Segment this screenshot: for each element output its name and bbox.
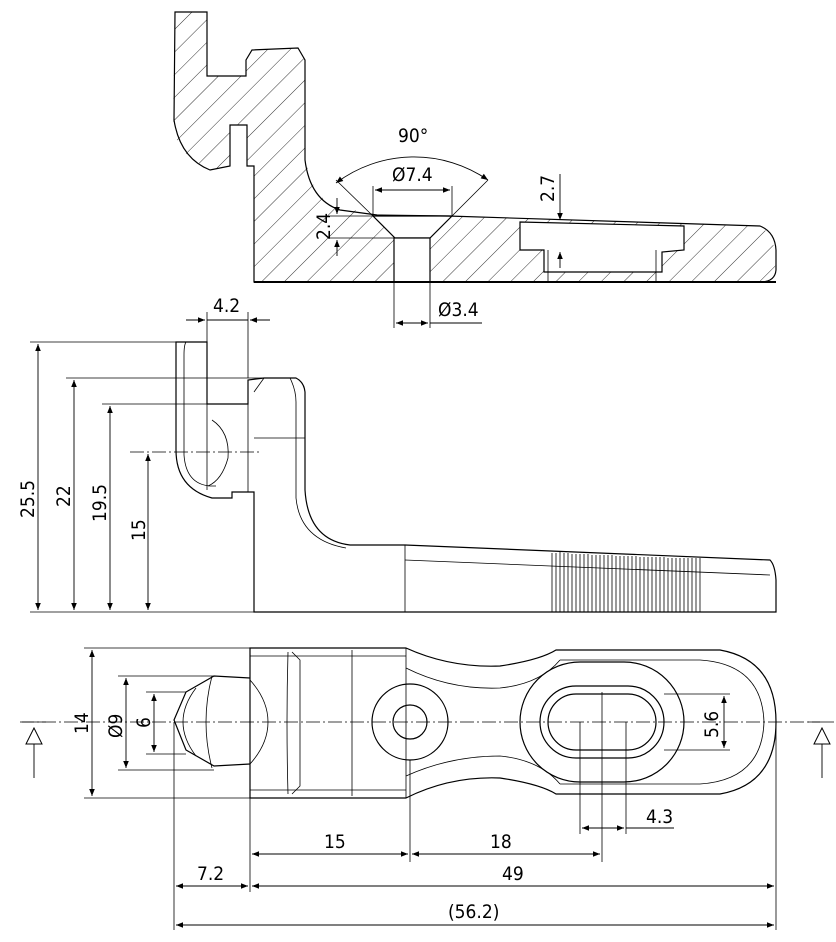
knurl-edges bbox=[560, 649, 700, 795]
slot-width-label: 5.6 bbox=[701, 711, 723, 738]
width-14-label: 14 bbox=[71, 712, 93, 734]
hook-tip bbox=[173, 675, 251, 767]
dia-9-label: Ø9 bbox=[105, 714, 127, 738]
side-view: 4.2 25.5 22 19.5 15 bbox=[17, 295, 777, 613]
offset-label: 7.2 bbox=[197, 863, 224, 885]
dim-6-label: 6 bbox=[133, 717, 155, 728]
height-19-5-label: 19.5 bbox=[89, 484, 111, 522]
overall-height-label: 25.5 bbox=[17, 480, 39, 518]
hook-width-label: 4.2 bbox=[213, 295, 240, 317]
pocket-cut bbox=[519, 221, 685, 273]
height-15-label: 15 bbox=[128, 519, 150, 541]
slot-length-label: 4.3 bbox=[646, 806, 673, 828]
hole-diameter-label: Ø3.4 bbox=[438, 299, 479, 321]
hook-outline bbox=[175, 341, 777, 613]
height-22-label: 22 bbox=[53, 485, 75, 507]
top-view: 14 Ø9 6 5.6 4.3 15 18 7.2 bbox=[20, 647, 834, 930]
knurl-pattern bbox=[551, 553, 697, 612]
section-view: 90° Ø7.4 2.4 2.7 Ø3.4 bbox=[173, 11, 777, 328]
angle-label: 90° bbox=[398, 125, 428, 147]
slot-position-label: 18 bbox=[490, 831, 512, 853]
pocket-depth-label: 2.7 bbox=[537, 175, 559, 202]
length-49-label: 49 bbox=[502, 863, 524, 885]
section-hatch bbox=[173, 12, 776, 282]
hole-cut bbox=[393, 237, 431, 283]
overall-length-label: (56.2) bbox=[448, 901, 499, 923]
body-outline bbox=[249, 647, 777, 799]
countersink-diameter-label: Ø7.4 bbox=[392, 164, 433, 186]
countersink-depth-label: 2.4 bbox=[313, 213, 335, 240]
section-outline bbox=[173, 11, 777, 283]
hole-position-label: 15 bbox=[324, 831, 346, 853]
